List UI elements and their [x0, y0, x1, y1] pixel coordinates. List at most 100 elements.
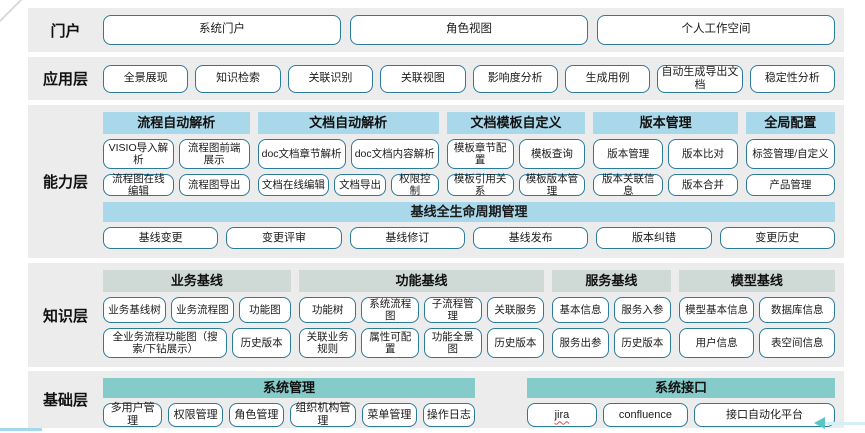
knowledge-item[interactable]: 基本信息: [552, 297, 609, 323]
capability-item[interactable]: 模板章节配置: [446, 139, 514, 169]
knowledge-item[interactable]: 数据库信息: [759, 297, 836, 323]
knowledge-item[interactable]: 全业务流程功能图（搜索/下钻展示）: [103, 328, 228, 358]
knowledge-item[interactable]: 功能树: [298, 297, 357, 323]
knowledge-item[interactable]: 关联服务: [486, 297, 545, 323]
foundation-item[interactable]: 菜单管理: [362, 403, 417, 427]
knowledge-group-service-baseline: 服务基线 基本信息 服务入参 服务出参 历史版本: [552, 270, 671, 360]
baseline-item[interactable]: 版本纠错: [596, 227, 712, 249]
group-header: 版本管理: [593, 112, 738, 134]
capability-item[interactable]: 模板引用关系: [446, 173, 514, 197]
knowledge-item[interactable]: 历史版本: [613, 328, 671, 358]
capability-item[interactable]: 模板查询: [518, 139, 586, 169]
foundation-item-jira[interactable]: jira: [527, 403, 597, 427]
capability-group-doc-parse: 文档自动解析 doc文档章节解析 doc文档内容解析 文档在线编辑 文档导出 权…: [257, 112, 439, 202]
portal-layer-band: 门户 系统门户 角色视图 个人工作空间: [28, 8, 844, 52]
group-header: 业务基线: [103, 270, 291, 292]
knowledge-item[interactable]: 属性可配置: [361, 328, 419, 358]
portal-item-role-view[interactable]: 角色视图: [350, 15, 588, 45]
group-header: 系统管理: [103, 378, 475, 398]
portal-item-system-portal[interactable]: 系统门户: [103, 15, 341, 45]
foundation-item[interactable]: 组织机构管理: [289, 402, 356, 427]
knowledge-group-business-baseline: 业务基线 业务基线树 业务流程图 功能图 全业务流程功能图（搜索/下钻展示） 历…: [103, 270, 291, 360]
spacer: [475, 378, 527, 427]
corner-fold-line: [0, 0, 25, 26]
capability-item[interactable]: 文档在线编辑: [257, 174, 330, 196]
app-item[interactable]: 关联识别: [287, 64, 374, 93]
capability-item[interactable]: 流程图导出: [178, 174, 250, 196]
capability-item[interactable]: 版本管理: [593, 139, 664, 169]
capability-group-global-config: 全局配置 标签管理/自定义 产品管理: [745, 112, 835, 202]
knowledge-item[interactable]: 用户信息: [678, 328, 755, 358]
foundation-layer-label: 基础层: [42, 392, 88, 409]
application-layer-band: 应用层 全景展现 知识检索 关联识别 关联视图 影响度分析 生成用例 自动生成导…: [28, 57, 844, 100]
knowledge-item[interactable]: 业务基线树: [103, 297, 166, 323]
app-item[interactable]: 自动生成导出文档: [657, 64, 743, 93]
baseline-item[interactable]: 变更历史: [719, 227, 835, 249]
group-header: 服务基线: [552, 270, 671, 292]
foundation-item[interactable]: 多用户管理: [103, 402, 163, 427]
portal-item-personal-workspace[interactable]: 个人工作空间: [597, 15, 835, 45]
capability-item[interactable]: 版本合并: [668, 174, 738, 196]
baseline-item[interactable]: 基线修订: [349, 227, 465, 249]
knowledge-item[interactable]: 功能全景图: [424, 328, 482, 358]
group-header: 文档自动解析: [257, 112, 439, 134]
baseline-item[interactable]: 基线变更: [103, 227, 219, 249]
knowledge-item[interactable]: 功能图: [238, 297, 291, 323]
capability-item[interactable]: doc文档内容解析: [350, 139, 439, 169]
baseline-item[interactable]: 变更评审: [226, 227, 342, 249]
foundation-item[interactable]: 角色管理: [229, 403, 284, 427]
capability-item[interactable]: 权限控制: [390, 173, 439, 197]
capability-item[interactable]: 版本关联信息: [593, 173, 664, 197]
capability-item[interactable]: 模板版本管理: [518, 173, 586, 197]
capability-item[interactable]: 文档导出: [334, 174, 386, 196]
jira-label: jira: [554, 408, 570, 421]
knowledge-item[interactable]: 模型基本信息: [678, 297, 755, 323]
app-item[interactable]: 关联视图: [380, 64, 466, 93]
left-arrow-icon: [814, 417, 865, 429]
app-item[interactable]: 全景展现: [103, 64, 189, 93]
group-header: 功能基线: [298, 270, 545, 292]
knowledge-item[interactable]: 业务流程图: [170, 297, 234, 323]
capability-group-template-custom: 文档模板自定义 模板章节配置 模板查询 模板引用关系 模板版本管理: [446, 112, 586, 202]
capability-item[interactable]: VISIO导入解析: [103, 139, 174, 169]
app-item[interactable]: 生成用例: [564, 64, 651, 93]
arrow-tail: [825, 421, 865, 425]
knowledge-item[interactable]: 历史版本: [232, 328, 291, 358]
foundation-item-confluence[interactable]: confluence: [602, 403, 689, 427]
foundation-group-system-mgmt: 系统管理 多用户管理 权限管理 角色管理 组织机构管理 菜单管理 操作日志: [103, 378, 475, 427]
knowledge-item[interactable]: 关联业务规则: [298, 328, 357, 358]
foundation-item[interactable]: 操作日志: [422, 403, 475, 427]
app-item[interactable]: 影响度分析: [472, 64, 558, 93]
knowledge-layer-label: 知识层: [42, 307, 88, 325]
app-item[interactable]: 稳定性分析: [749, 64, 835, 93]
portal-layer-label: 门户: [50, 22, 81, 40]
knowledge-item[interactable]: 历史版本: [486, 328, 545, 358]
foundation-item-interface-automation[interactable]: 接口自动化平台: [694, 403, 835, 427]
capability-item[interactable]: doc文档章节解析: [257, 139, 346, 169]
capability-item[interactable]: 标签管理/自定义: [745, 139, 835, 169]
foundation-layer-band: 基础层 系统管理 多用户管理 权限管理 角色管理 组织机构管理 菜单管理 操作日…: [28, 371, 844, 428]
capability-item[interactable]: 版本比对: [668, 139, 738, 169]
capability-group-version-mgmt: 版本管理 版本管理 版本比对 版本关联信息 版本合并: [593, 112, 738, 202]
foundation-item[interactable]: 权限管理: [168, 403, 223, 427]
group-header: 系统接口: [527, 378, 835, 398]
knowledge-group-function-baseline: 功能基线 功能树 系统流程图 子流程管理 关联服务 关联业务规则 属性可配置 功…: [298, 270, 545, 360]
baseline-lifecycle-header: 基线全生命周期管理: [103, 202, 835, 222]
knowledge-item[interactable]: 服务入参: [613, 297, 671, 323]
capability-layer-band: 能力层 流程自动解析 VISIO导入解析 流程图前端展示 流程图在线编辑 流程图…: [28, 105, 844, 258]
arrow-head: [814, 417, 825, 429]
capability-group-process-parse: 流程自动解析 VISIO导入解析 流程图前端展示 流程图在线编辑 流程图导出: [103, 112, 250, 202]
group-header: 模型基线: [678, 270, 835, 292]
baseline-item[interactable]: 基线发布: [472, 227, 589, 249]
group-header: 全局配置: [745, 112, 835, 134]
capability-item[interactable]: 流程图前端展示: [178, 139, 250, 169]
capability-item[interactable]: 流程图在线编辑: [103, 173, 174, 197]
group-header: 流程自动解析: [103, 112, 250, 134]
app-item[interactable]: 知识检索: [195, 64, 281, 93]
knowledge-item[interactable]: 表空间信息: [759, 328, 836, 358]
knowledge-layer-band: 知识层 业务基线 业务基线树 业务流程图 功能图 全业务流程功能图（搜索/下钻展…: [28, 263, 844, 367]
knowledge-item[interactable]: 系统流程图: [361, 297, 419, 323]
knowledge-item[interactable]: 服务出参: [552, 328, 609, 358]
knowledge-item[interactable]: 子流程管理: [424, 297, 482, 323]
capability-item[interactable]: 产品管理: [745, 174, 835, 196]
